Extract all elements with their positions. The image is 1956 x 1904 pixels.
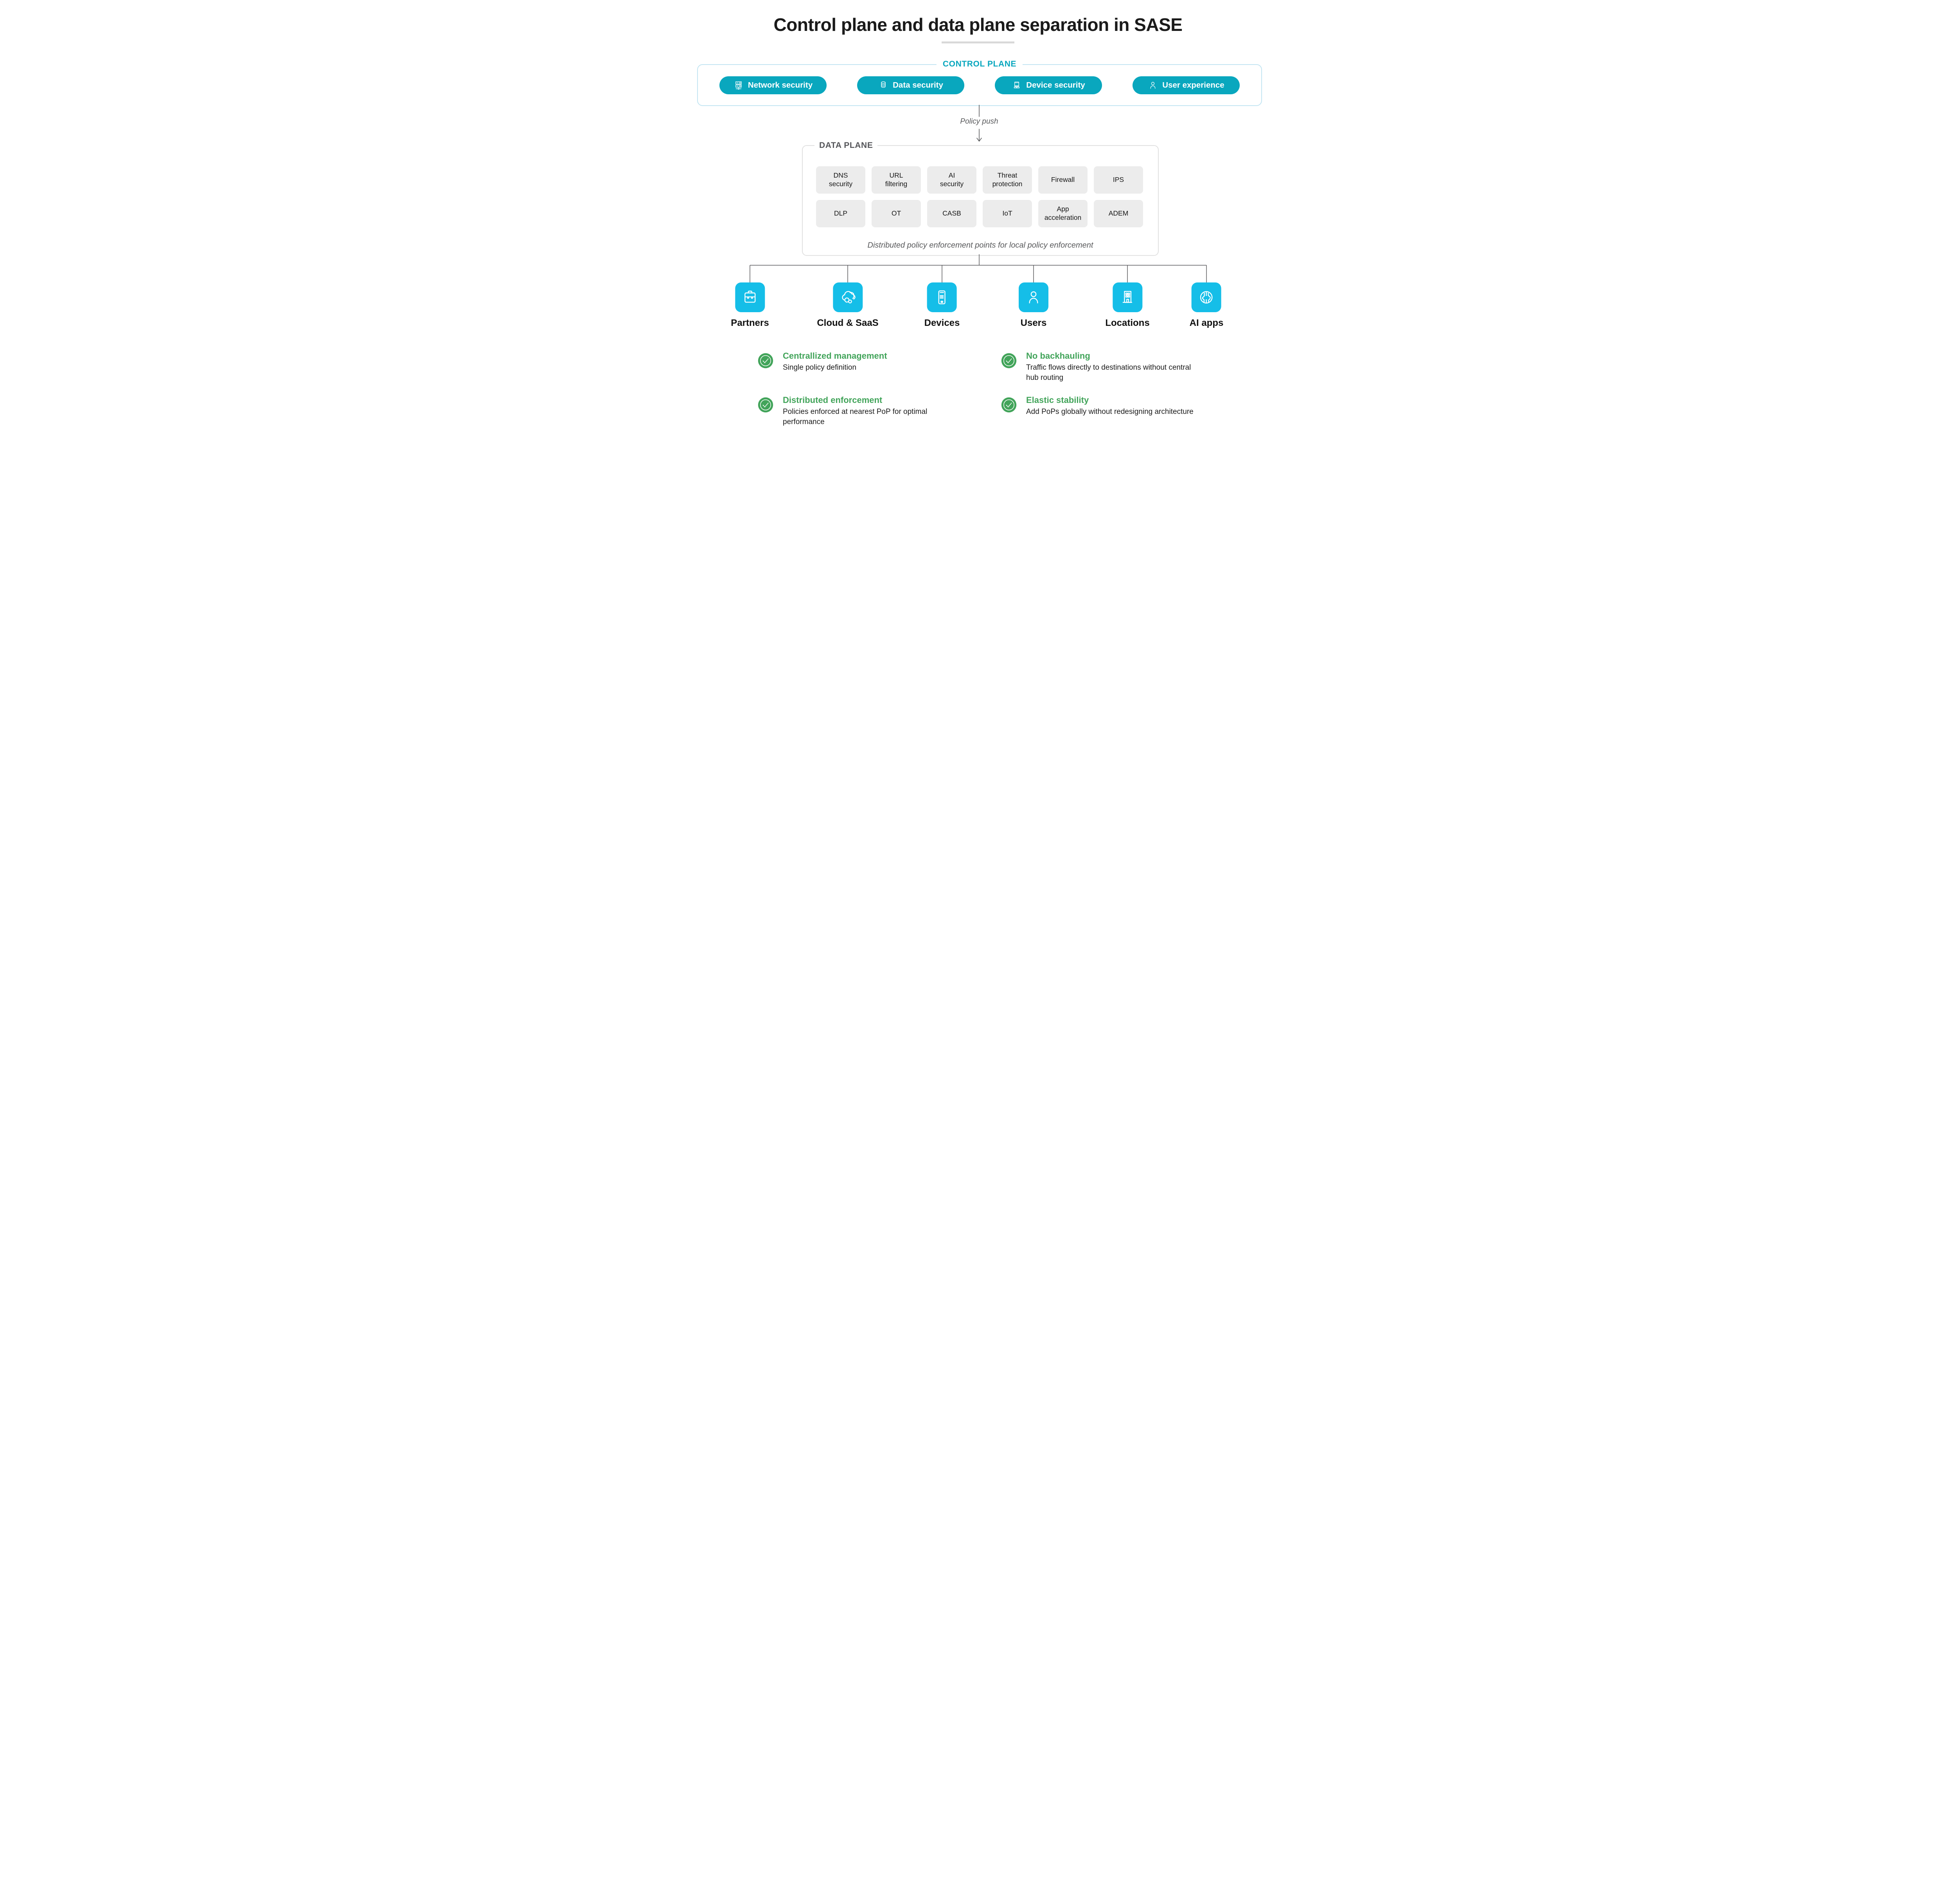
devices-tile [927,282,957,312]
dp-cell-ot: OT [872,200,921,227]
check-circle-icon [758,353,773,369]
ai-apps-tile [1192,282,1221,312]
pill-label: Data security [893,80,943,90]
control-plane-label: CONTROL PLANE [936,59,1023,69]
data-plane-label: DATA PLANE [814,141,878,150]
pill-user-experience: User experience [1133,76,1240,94]
briefcase-icon [744,291,756,303]
endpoint-devices: Devices [924,282,960,329]
pill-label: Device security [1026,80,1085,90]
data-plane-box: DATA PLANE DNS security URL filtering AI… [802,141,1159,256]
dp-cell-ips: IPS [1094,166,1143,194]
endpoint-cloud-saas: Cloud & SaaS [817,282,879,329]
endpoint-partners: Partners [731,282,769,329]
endpoint-label: Cloud & SaaS [817,318,879,328]
dp-cell-adem: ADEM [1094,200,1143,227]
person-icon [1150,81,1156,89]
benefit-body: Single policy definition [783,363,857,372]
sase-diagram: Control plane and data plane separation … [673,0,1283,446]
dp-cell-dns-security: DNS security [816,166,865,194]
pill-label: Network security [748,80,813,90]
endpoint-label: Devices [924,318,960,328]
endpoint-locations: Locations [1105,282,1150,329]
dp-cell-iot: IoT [983,200,1032,227]
pill-device-security: Device security [995,76,1102,94]
benefit-elastic-stability: Elastic stability Add PoPs globally with… [1001,395,1205,417]
network-servers-icon [735,81,742,90]
control-plane-pills: Network security Data security Device se… [698,65,1261,105]
benefit-heading: Elastic stability [1026,395,1089,405]
pill-label: User experience [1162,80,1224,90]
laptop-icon [1014,81,1020,88]
locations-tile [1113,282,1142,312]
person-icon [1029,291,1038,304]
benefit-heading: Distributed enforcement [783,395,883,405]
cloud-saas-tile [832,282,863,312]
partners-tile [735,282,765,312]
connector-tree [750,254,1207,282]
dp-cell-url-filtering: URL filtering [872,166,921,194]
dp-cell-app-acceleration: App acceleration [1038,200,1088,227]
data-plane-caption: Distributed policy enforcement points fo… [867,241,1093,250]
dp-cell-threat-protection: Threat protection [983,166,1032,194]
control-plane-box: CONTROL PLANE Network security Data secu… [697,59,1262,106]
page-title: Control plane and data plane separation … [773,14,1183,35]
endpoint-ai-apps: AI apps [1189,282,1224,329]
benefit-centralized-management: Centrallized management Single policy de… [758,351,962,373]
endpoint-label: Partners [731,318,769,328]
pill-data-security: Data security [857,76,964,94]
benefit-distributed-enforcement: Distributed enforcement Policies enforce… [758,395,962,427]
endpoint-label: Users [1020,318,1047,328]
benefit-heading: Centrallized management [783,351,887,361]
dp-cell-dlp: DLP [816,200,865,227]
users-tile [1019,282,1048,312]
check-circle-icon [1001,397,1017,413]
cloud-gears-icon [842,291,856,304]
dp-cell-firewall: Firewall [1038,166,1088,194]
benefit-body: Policies enforced at nearest PoP for opt… [783,408,928,426]
benefit-no-backhauling: No backhauling Traffic flows directly to… [1001,351,1205,383]
endpoint-label: AI apps [1189,318,1224,328]
title-divider [942,41,1014,43]
pill-network-security: Network security [719,76,827,94]
benefit-body: Traffic flows directly to destinations w… [1026,363,1191,382]
benefit-heading: No backhauling [1026,351,1090,361]
building-icon [1122,291,1133,303]
database-icon [881,81,886,88]
ai-circuit-icon [1200,291,1213,304]
policy-push-arrow [976,105,982,142]
check-circle-icon [758,397,773,413]
data-plane-grid: DNS security URL filtering AI security T… [816,166,1143,227]
endpoint-users: Users [1019,282,1048,329]
dp-cell-ai-security: AI security [927,166,976,194]
endpoint-label: Locations [1105,318,1150,328]
benefit-body: Add PoPs globally without redesigning ar… [1026,408,1194,416]
smartphone-icon [938,290,946,304]
check-circle-icon [1001,353,1017,369]
dp-cell-casb: CASB [927,200,976,227]
policy-push-label: Policy push [960,117,998,126]
